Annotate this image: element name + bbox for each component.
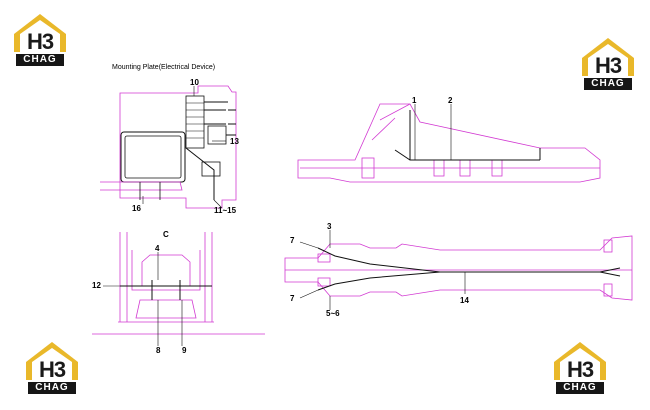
logo-text-bottom: CHAG [584,78,632,90]
house-icon [14,14,66,52]
section-c-wiring [120,280,212,300]
label-2: 2 [448,96,453,105]
leader-11-15 [213,199,223,209]
brand-logo-top-right: H3 CHAG [578,36,638,92]
label-13: 13 [230,137,239,146]
side-view-harness [394,110,541,161]
mounting-plate-view [100,85,237,209]
top-view-frame [284,235,633,301]
label-10: 10 [190,78,199,87]
leader-8-9 [157,300,183,346]
leader-7 [299,241,319,299]
logo-text-top: H3 [566,357,594,382]
label-5-6: 5~6 [326,309,340,318]
label-9: 9 [182,346,187,355]
house-icon [554,342,606,380]
label-7-top: 7 [290,236,295,245]
brand-logo-top-left: H3 CHAG [10,12,70,68]
label-14: 14 [460,296,469,305]
logo-text-top: H3 [26,29,54,54]
logo-text-bottom: CHAG [16,54,64,66]
house-icon [26,342,78,380]
top-view-harness [317,247,621,291]
label-16: 16 [132,204,141,213]
section-c-view [92,232,265,335]
logo-text-top: H3 [594,53,622,78]
label-1: 1 [412,96,417,105]
diagram-title: Mounting Plate(Electrical Device) [112,64,216,71]
mounting-plate-wiring [185,109,236,200]
label-7-bottom: 7 [290,294,295,303]
connector-leads [204,101,236,125]
brand-logo-bottom-left: H3 CHAG [22,340,82,396]
side-view-frame [297,103,601,183]
brand-logo-bottom-right: H3 CHAG [550,340,610,396]
label-c: C [163,230,169,239]
label-11-15: 11~15 [214,206,237,215]
logo-text-top: H3 [38,357,66,382]
label-4: 4 [155,244,160,253]
house-icon [582,38,634,76]
label-12: 12 [92,281,101,290]
logo-text-bottom: CHAG [556,382,604,394]
logo-text-bottom: CHAG [28,382,76,394]
label-8: 8 [156,346,161,355]
label-3: 3 [327,222,332,231]
